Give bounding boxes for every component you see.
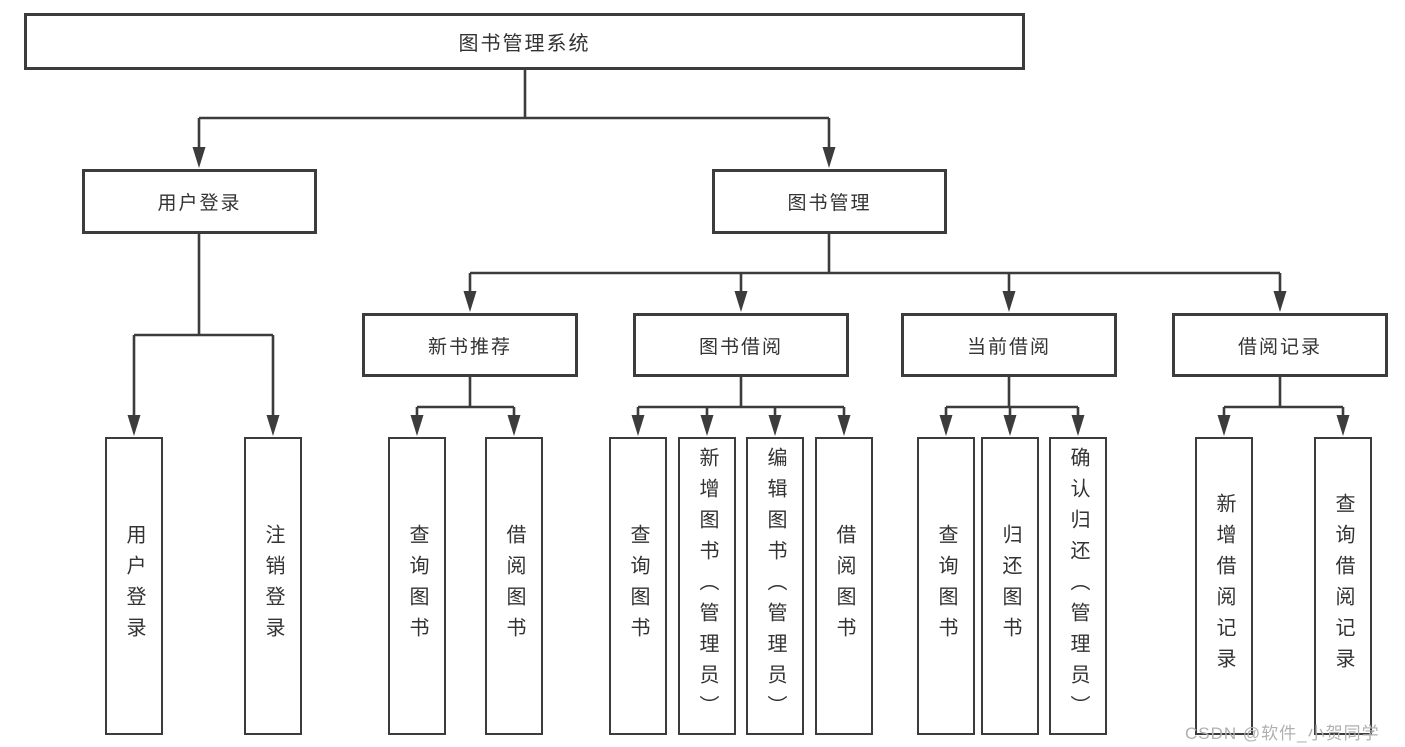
csdn-watermark: CSDN @软件_小贺同学 [1185, 724, 1380, 743]
node-label: 归还图书 [999, 524, 1021, 648]
leaf-return-books: 归还图书 [981, 437, 1039, 735]
node-label: 查询图书 [627, 524, 649, 648]
connector-newbook-to-leaves [415, 377, 516, 428]
connector-borrowing-to-leaves [636, 377, 846, 428]
leaf-query-borrow-record: 查询借阅记录 [1314, 437, 1372, 735]
leaf-user-login: 用户登录 [105, 437, 163, 735]
leaf-edit-book-admin: 编辑图书（管理员） [746, 437, 804, 735]
node-label: 新书推荐 [427, 336, 512, 358]
node-label: 借阅图书 [503, 524, 525, 648]
leaf-borrow-books-borrowing: 借阅图书 [815, 437, 873, 735]
leaf-borrow-books-recommend: 借阅图书 [485, 437, 543, 735]
node-label: 图书管理 [787, 193, 872, 214]
node-label: 借阅图书 [833, 524, 855, 648]
leaf-add-book-admin: 新增图书（管理员） [678, 437, 736, 735]
node-label: 查询图书 [935, 524, 957, 648]
node-label: 新增借阅记录 [1213, 493, 1235, 679]
node-label: 确认归还（管理员） [1067, 446, 1089, 726]
node-borrowing-records: 借阅记录 [1172, 313, 1388, 377]
node-label: 借阅记录 [1237, 336, 1322, 358]
node-label: 注销登录 [262, 524, 284, 648]
node-book-borrowing: 图书借阅 [633, 313, 849, 377]
node-user-login: 用户登录 [82, 169, 317, 234]
leaf-add-borrow-record: 新增借阅记录 [1195, 437, 1253, 735]
node-label: 用户登录 [123, 524, 145, 648]
leaf-query-books-current: 查询图书 [917, 437, 975, 735]
connector-bookmgmt-to-level3 [468, 234, 1282, 304]
connector-records-to-leaves [1222, 377, 1345, 428]
leaf-confirm-return-admin: 确认归还（管理员） [1049, 437, 1107, 735]
node-book-management: 图书管理 [712, 169, 947, 234]
node-library-system: 图书管理系统 [24, 13, 1025, 70]
node-label: 编辑图书（管理员） [764, 446, 786, 726]
leaf-query-books-borrowing: 查询图书 [609, 437, 667, 735]
node-label: 当前借阅 [966, 336, 1051, 358]
node-label: 用户登录 [157, 193, 242, 214]
connector-root-to-level2 [197, 70, 831, 160]
node-label: 查询图书 [406, 524, 428, 648]
node-label: 新增图书（管理员） [696, 446, 718, 726]
node-current-borrowing: 当前借阅 [901, 313, 1117, 377]
node-new-book-recommend: 新书推荐 [362, 313, 578, 377]
leaf-logout: 注销登录 [244, 437, 302, 735]
connector-userlogin-to-leaves [132, 234, 275, 428]
node-label: 查询借阅记录 [1332, 493, 1354, 679]
node-label: 图书管理系统 [458, 33, 591, 55]
connector-current-to-leaves [944, 377, 1080, 428]
leaf-query-books-recommend: 查询图书 [388, 437, 446, 735]
node-label: 图书借阅 [698, 336, 783, 358]
